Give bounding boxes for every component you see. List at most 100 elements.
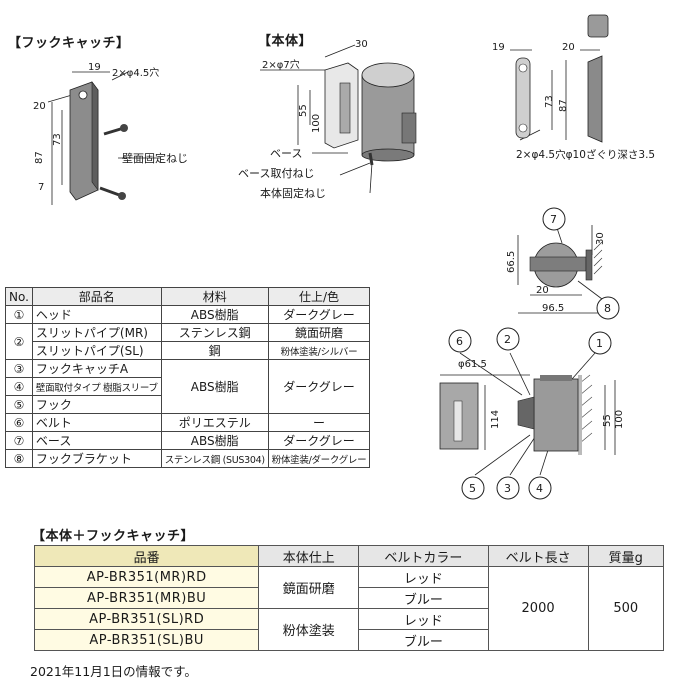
- callout-6: [448, 329, 472, 353]
- dim-100: 100: [311, 114, 322, 133]
- row-finish: ダークグレー: [267, 431, 371, 450]
- top-dim-30: 30: [595, 232, 606, 245]
- body-finish-cell: 鏡面研磨: [258, 566, 360, 609]
- col-belt-length: ベルト長さ: [487, 545, 589, 567]
- table-row: AP-BR351(SL)BU ブルー: [33, 629, 664, 651]
- part-number-cell: AP-BR351(SL)BU: [33, 629, 260, 651]
- screw-icon: [103, 124, 128, 136]
- col-material: 材料: [160, 287, 269, 306]
- row-part-name: スリットパイプ(SL): [31, 341, 162, 360]
- callout-4: [528, 476, 552, 500]
- row-no: ①: [5, 305, 33, 324]
- parts-table-header: No. 部品名 材料 仕上/色: [5, 287, 371, 306]
- assembly-hook: [517, 396, 535, 430]
- dim-55: 55: [298, 104, 309, 117]
- footnote: 2021年11月1日の情報です。: [30, 664, 197, 679]
- side-view-drawing: 19 20 73 87 2×φ4.5穴φ10ざぐり深さ3.5: [492, 14, 655, 161]
- combo-section-title: 【本体＋フックキャッチ】: [32, 529, 195, 544]
- row-part-name: 壁面取付タイプ 樹脂スリーブ: [31, 377, 162, 396]
- callout-1-text: 1: [596, 337, 603, 350]
- mass-cell: 500: [587, 566, 665, 651]
- callout-8-text: 8: [604, 302, 611, 315]
- table-row: ⑤ フック: [5, 395, 370, 414]
- dim-dia-61-5: φ61.5: [458, 359, 487, 370]
- row-no: ②: [5, 323, 33, 360]
- wall-screw-label: 壁面固定ねじ: [122, 151, 188, 165]
- row-finish: ダークグレー: [267, 359, 371, 414]
- row-material: ポリエステル: [160, 413, 269, 432]
- row-no: ⑤: [5, 395, 33, 414]
- part-number-cell: AP-BR351(SL)RD: [33, 608, 260, 630]
- assembly-dim-55: 55: [602, 414, 613, 427]
- side-dim-73: 73: [544, 95, 555, 108]
- row-no: ③: [5, 359, 33, 378]
- callout-7-text: 7: [550, 213, 557, 226]
- hole-label: 2×φ4.5穴: [112, 66, 159, 79]
- row-finish: 粉体塗装/ダークグレー: [267, 449, 371, 468]
- callout-3: [496, 476, 520, 500]
- belt-length-cell: 2000: [487, 566, 589, 651]
- row-material: ステンレス鋼 (SUS304): [160, 449, 269, 468]
- row-finish: ー: [267, 413, 371, 432]
- mounting-hole-icon: [78, 90, 88, 100]
- row-part-name: ベルト: [31, 413, 162, 432]
- col-body-finish: 本体仕上: [258, 545, 360, 567]
- callout-7: [542, 207, 566, 231]
- side-hole-label: 2×φ4.5穴φ10ざぐり深さ3.5: [516, 148, 655, 161]
- dim-114: 114: [490, 410, 501, 429]
- callout-5: [461, 476, 485, 500]
- row-material: ABS樹脂: [160, 305, 269, 324]
- callout-8: [596, 296, 620, 320]
- top-view-drawing: 7 8 30 66.5 20 96.5: [506, 207, 620, 320]
- table-row: ③ フックキャッチA ABS樹脂 ダークグレー: [5, 359, 371, 414]
- top-dim-66-5: 66.5: [506, 251, 517, 273]
- part-number-cell: AP-BR351(MR)BU: [33, 587, 260, 609]
- belt-color-cell: レッド: [358, 608, 489, 630]
- table-row: ⑧ フックブラケット ステンレス鋼 (SUS304) 粉体塗装/ダークグレー: [5, 449, 371, 468]
- assembly-body: [533, 378, 579, 452]
- table-row: スリットパイプ(SL) 鋼 粉体塗装/シルバー: [6, 341, 371, 360]
- parts-table: No. 部品名 材料 仕上/色 ① ヘッド ABS樹脂 ダークグレー ② スリッ…: [5, 287, 371, 468]
- hook-catch-section-title: 【フックキャッチ】: [8, 36, 130, 51]
- belt-color-cell: ブルー: [358, 587, 489, 609]
- row-part-name: スリットパイプ(MR): [31, 323, 162, 342]
- side-bracket-front: [515, 57, 531, 139]
- assembly-dim-100: 100: [614, 410, 625, 429]
- cap-icon: [587, 14, 609, 38]
- part-number-cell: AP-BR351(MR)RD: [33, 566, 260, 588]
- assembly-drawing: 6 2 1 5 3 4 φ61.5 114 55 100: [439, 327, 625, 500]
- dim-20: 20: [33, 101, 46, 112]
- body-screw-icon: [368, 152, 374, 166]
- table-row: ④ 壁面取付タイプ 樹脂スリーブ: [5, 377, 370, 396]
- row-material: 鋼: [160, 341, 269, 360]
- dim-87: 87: [34, 151, 45, 164]
- col-finish: 仕上/色: [267, 287, 371, 306]
- base-label: ベース: [270, 147, 302, 160]
- row-part-name: フックブラケット: [31, 449, 162, 468]
- table-row: AP-BR351(MR)RD 鏡面研磨 レッド 2000 500: [33, 566, 665, 651]
- row-finish: 鏡面研磨: [267, 323, 371, 342]
- top-dim-96-5: 96.5: [542, 303, 564, 314]
- callout-5-text: 5: [469, 482, 476, 495]
- dim-19: 19: [88, 62, 101, 73]
- body-section-title: 【本体】: [258, 34, 313, 49]
- body-drawing: 30 2×φ7穴 55 100 ベース ベース取付ねじ 本体固定ねじ: [238, 39, 417, 200]
- body-finish-cell: 粉体塗装: [258, 608, 360, 651]
- product-table: 品番 本体仕上 ベルトカラー ベルト長さ 質量g AP-BR351(MR)RD …: [33, 545, 665, 651]
- row-no: ⑦: [5, 431, 33, 450]
- callout-4-text: 4: [536, 482, 543, 495]
- col-no: No.: [5, 287, 33, 306]
- row-finish: ダークグレー: [267, 305, 371, 324]
- row-part-name: ベース: [31, 431, 162, 450]
- row-part-name: フックキャッチA: [31, 359, 162, 378]
- table-row: ① ヘッド ABS樹脂 ダークグレー: [5, 305, 371, 324]
- row-finish: 粉体塗装/シルバー: [267, 341, 371, 360]
- col-part-name: 部品名: [31, 287, 162, 306]
- hook-catch-drawing: 19 2×φ4.5穴 20 73 87 7 壁面固定ねじ: [33, 62, 188, 205]
- table-row: ② スリットパイプ(MR) ステンレス鋼 鏡面研磨: [5, 323, 371, 360]
- row-no: ④: [5, 377, 33, 396]
- side-bracket-profile: [587, 55, 603, 143]
- table-row: AP-BR351(MR)BU ブルー: [33, 587, 664, 609]
- row-part-name: フック: [31, 395, 162, 414]
- callout-2-text: 2: [504, 333, 511, 346]
